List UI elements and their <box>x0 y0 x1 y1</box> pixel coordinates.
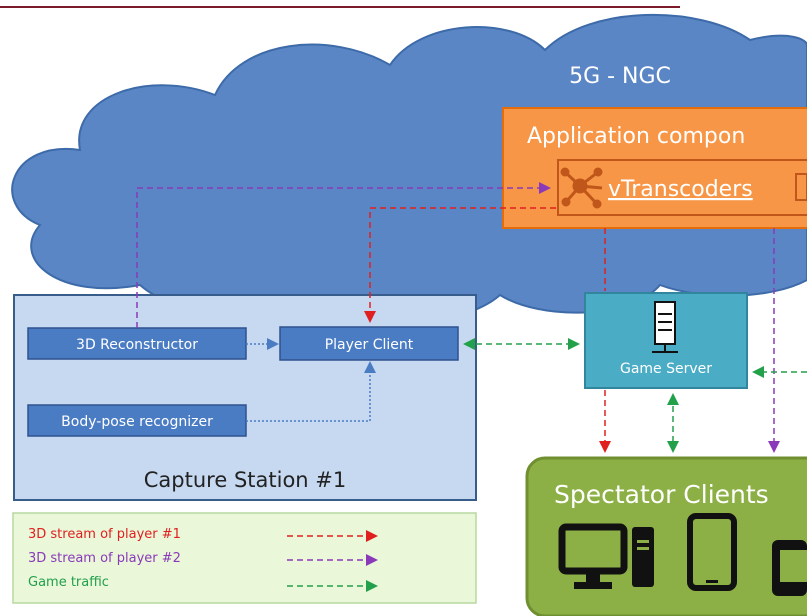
spectator-clients-label: Spectator Clients <box>554 480 769 509</box>
vtranscoder-extra-icon <box>795 173 807 201</box>
bodypose-to-player-arrow <box>246 361 376 422</box>
application-components-label: Application compon <box>527 124 745 149</box>
body-pose-label: Body-pose recognizer <box>61 414 213 430</box>
server-icon <box>652 301 678 353</box>
legend-label-player1: 3D stream of player #1 <box>28 527 181 542</box>
player2-stream-to-transcoder-arrow <box>136 182 551 328</box>
legend-label-player2: 3D stream of player #2 <box>28 551 181 566</box>
legend-box <box>12 512 477 604</box>
game-server-label: Game Server <box>620 361 712 377</box>
legend-label-game-traffic: Game traffic <box>28 575 109 590</box>
player1-stream-to-player-client-arrow <box>364 207 556 323</box>
reconstructor-box <box>27 327 247 360</box>
tablet-icon <box>687 513 737 591</box>
vtranscoders-label: vTranscoders <box>608 177 753 202</box>
player-client-label: Player Client <box>325 337 414 353</box>
network-icon <box>560 167 603 209</box>
capture-station-title: Capture Station #1 <box>144 468 346 492</box>
cloud-label: 5G - NGC <box>569 64 671 89</box>
reconstructor-label: 3D Reconstructor <box>76 337 198 353</box>
desktop-icon <box>558 523 654 589</box>
body-pose-box <box>27 404 247 437</box>
player-client-box <box>279 326 459 361</box>
phone-hand-icon <box>772 540 807 596</box>
